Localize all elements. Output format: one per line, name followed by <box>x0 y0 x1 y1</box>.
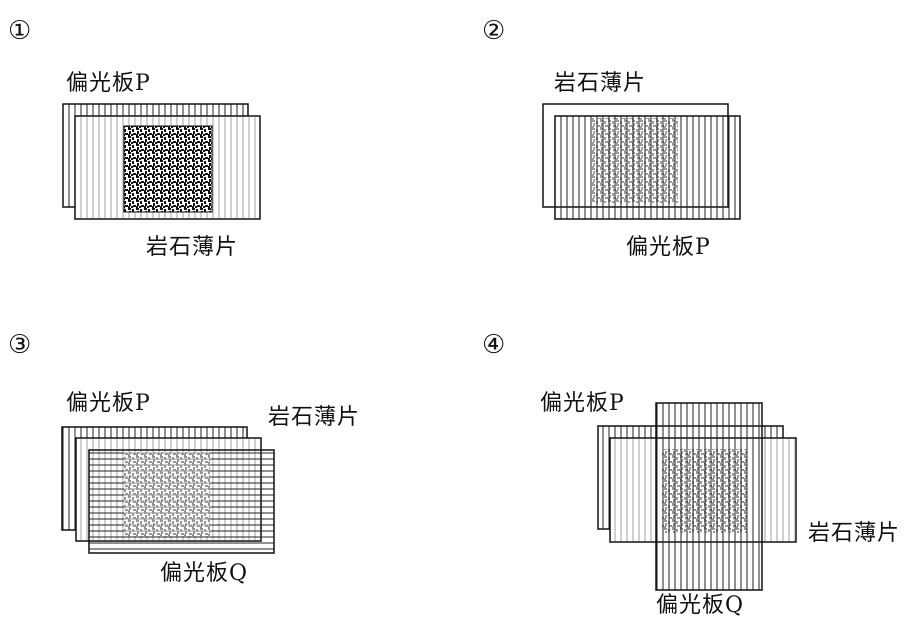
label-rock-section: 岩石薄片 <box>146 235 239 260</box>
label-polarizer-p: 偏光板P <box>66 71 151 96</box>
panel-3-figure <box>61 426 275 554</box>
panel-2: ② 岩石薄片 偏光板P <box>456 0 913 312</box>
label-polarizer-p: 偏光板P <box>626 235 711 260</box>
panel-number-1: ① <box>8 16 32 46</box>
panel-4: ④ 偏光板P 岩石薄片 偏光板Q <box>456 312 913 625</box>
label-rock-section: 岩石薄片 <box>268 405 361 430</box>
label-rock-section: 岩石薄片 <box>808 521 901 546</box>
label-polarizer-p: 偏光板P <box>540 391 625 416</box>
panel-number-2: ② <box>482 16 506 46</box>
panel-1-figure <box>62 103 261 220</box>
rock-grain-area <box>123 125 213 213</box>
panel-1: ① 偏光板P 岩石薄片 <box>0 0 456 312</box>
label-polarizer-q: 偏光板Q <box>656 593 745 618</box>
label-polarizer-p: 偏光板P <box>66 391 151 416</box>
label-polarizer-q: 偏光板Q <box>160 561 249 586</box>
panel-4-figure <box>597 402 797 591</box>
panel-number-4: ④ <box>482 330 506 360</box>
panel-number-3: ③ <box>8 330 32 360</box>
label-rock-section: 岩石薄片 <box>554 71 647 96</box>
panel-2-figure <box>542 103 741 220</box>
panel-3: ③ 偏光板P 岩石薄片 偏光板Q <box>0 312 456 625</box>
